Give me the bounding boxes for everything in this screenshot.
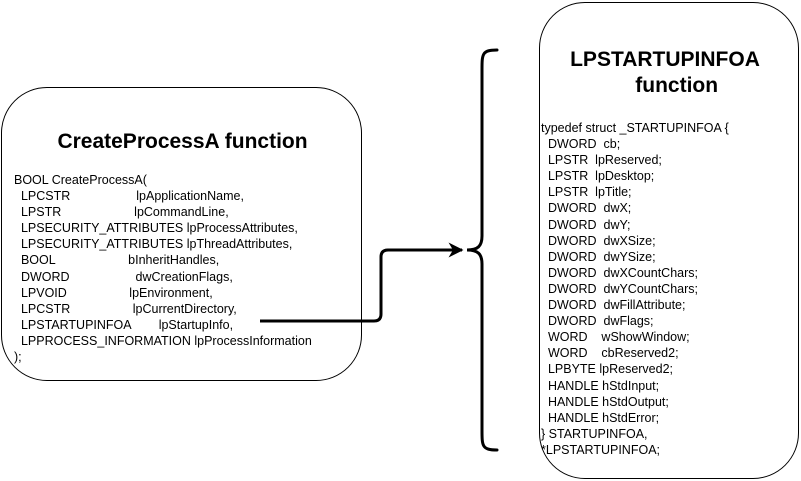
signature-line: LPSECURITY_ATTRIBUTES lpThreadAttributes… <box>14 237 293 252</box>
signature-line: LPSTR lpCommandLine, <box>14 205 229 220</box>
struct-line: typedef struct _STARTUPINFOA { <box>541 121 729 135</box>
struct-line: LPSTR lpReserved; <box>541 153 662 168</box>
signature-line: LPPROCESS_INFORMATION lpProcessInformati… <box>14 333 312 348</box>
signature-line: LPCSTR lpApplicationName, <box>14 189 244 204</box>
struct-line: DWORD dwYSize; <box>541 249 656 264</box>
startupinfo-title: LPSTARTUPINFOA function <box>570 48 760 97</box>
signature-line: LPSTARTUPINFOA lpStartupInfo, <box>14 317 234 332</box>
struct-line: HANDLE hStdError; <box>541 410 660 425</box>
startupinfo-box: LPSTARTUPINFOA function typedef struct _… <box>539 2 799 479</box>
struct-line: WORD cbReserved2; <box>541 346 679 361</box>
signature-line: ); <box>14 350 22 365</box>
create-process-signature: BOOL CreateProcessA( LPCSTR lpApplicatio… <box>14 172 312 365</box>
struct-line: DWORD dwX; <box>541 201 632 216</box>
startupinfo-struct: typedef struct _STARTUPINFOA { DWORD cb;… <box>541 120 729 458</box>
struct-line: WORD wShowWindow; <box>541 330 690 345</box>
struct-line: DWORD dwXCountChars; <box>541 265 698 280</box>
create-process-title: CreateProcessA function <box>57 130 308 153</box>
struct-line: DWORD dwXSize; <box>541 233 656 248</box>
signature-line: LPVOID lpEnvironment, <box>14 285 213 300</box>
struct-line: *LPSTARTUPINFOA; <box>541 442 661 457</box>
struct-line: DWORD dwFlags; <box>541 314 654 329</box>
signature-line: BOOL CreateProcessA( <box>14 173 147 187</box>
create-process-box: CreateProcessA function BOOL CreateProce… <box>1 87 362 381</box>
signature-line: BOOL bInheritHandles, <box>14 253 220 268</box>
signature-line: DWORD dwCreationFlags, <box>14 269 233 284</box>
struct-line: DWORD dwFillAttribute; <box>541 298 686 313</box>
struct-line: LPBYTE lpReserved2; <box>541 362 674 377</box>
struct-line: } STARTUPINFOA, <box>541 426 648 441</box>
signature-line: LPSECURITY_ATTRIBUTES lpProcessAttribute… <box>14 221 298 236</box>
struct-line: DWORD dwY; <box>541 217 631 232</box>
struct-line: LPSTR lpTitle; <box>541 185 632 200</box>
struct-line: LPSTR lpDesktop; <box>541 169 655 184</box>
curly-brace <box>466 48 499 452</box>
struct-line: HANDLE hStdOutput; <box>541 394 669 409</box>
struct-line: DWORD cb; <box>541 137 621 152</box>
signature-line: LPCSTR lpCurrentDirectory, <box>14 301 237 316</box>
struct-line: HANDLE hStdInput; <box>541 378 660 393</box>
struct-line: DWORD dwYCountChars; <box>541 281 698 296</box>
